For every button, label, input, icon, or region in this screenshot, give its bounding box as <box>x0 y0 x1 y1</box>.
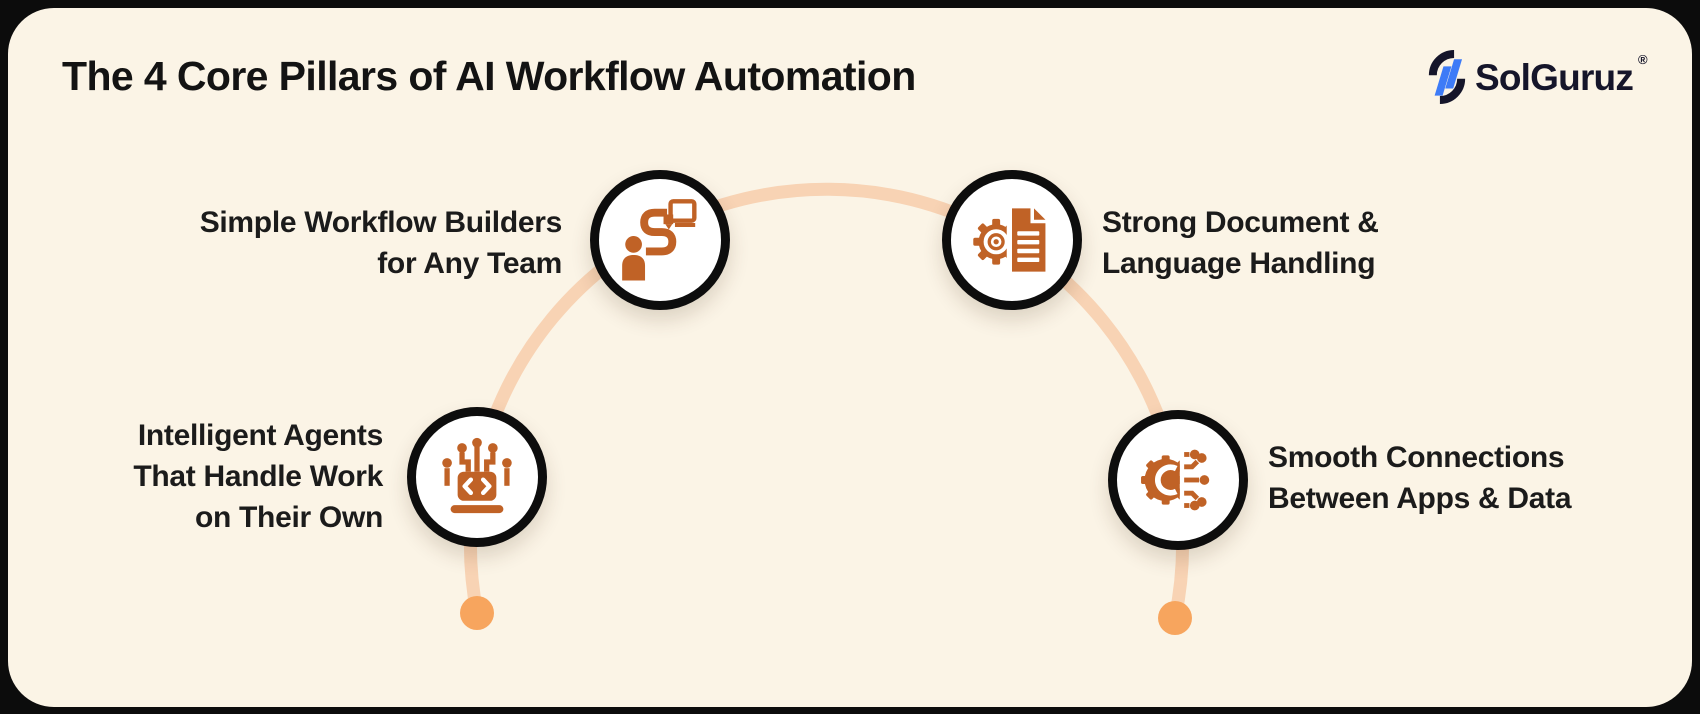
laptop-circuit-agent-icon <box>442 437 512 514</box>
logo-blue-bar-right <box>1445 59 1463 89</box>
pillar-node-smooth-connections <box>1108 410 1248 550</box>
pillar-label-document-language: Strong Document & Language Handling <box>1102 206 1379 280</box>
logo-wordmark: SolGuruz <box>1475 56 1634 98</box>
pillar-node-document-language <box>942 170 1082 310</box>
registered-trademark: ® <box>1638 52 1648 67</box>
gear-document-icon <box>973 204 1046 277</box>
pillar-label-intelligent-agents: Intelligent Agents That Handle Work on T… <box>133 419 383 534</box>
pillar-label-workflow-builders: Simple Workflow Builders for Any Team <box>199 206 563 280</box>
page-title: The 4 Core Pillars of AI Workflow Automa… <box>62 53 916 99</box>
solguruz-logo: SolGuruz ® <box>1424 48 1648 106</box>
logo-bottom-hook <box>1439 78 1466 104</box>
gear-circuit-icon <box>1141 449 1210 511</box>
logo-top-hook <box>1428 50 1455 76</box>
pillar-label-smooth-connections: Smooth Connections Between Apps & Data <box>1268 441 1572 515</box>
person-workflow-path-icon <box>622 199 697 281</box>
arc-right-end-dot <box>1158 601 1192 635</box>
solguruz-logo-icon <box>1428 50 1466 104</box>
logo-blue-bar-left <box>1434 66 1452 96</box>
pillar-node-intelligent-agents <box>407 407 547 547</box>
arc-left-end-dot <box>460 596 494 630</box>
pillar-node-workflow-builders <box>590 170 730 310</box>
